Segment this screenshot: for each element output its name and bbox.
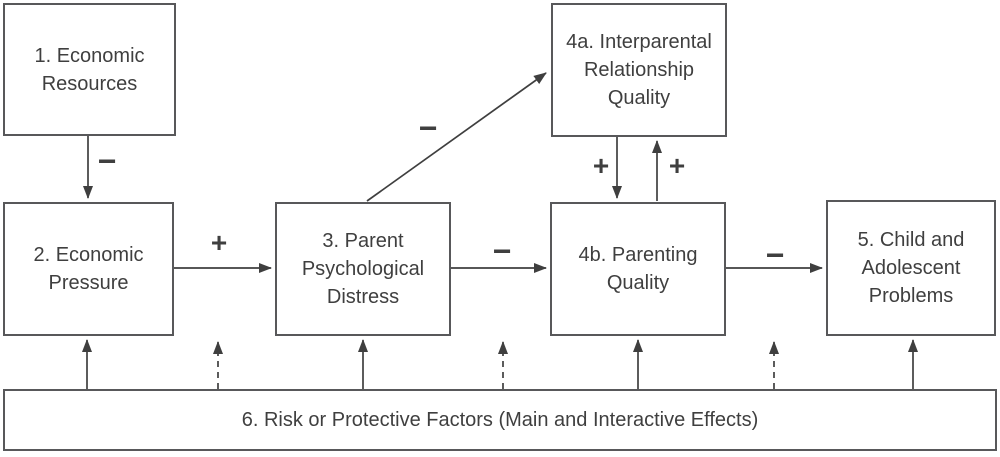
box-parenting-quality: 4b. Parenting Quality: [550, 202, 726, 336]
sign-parenting-to-problems: −: [765, 237, 785, 273]
box-parent-psychological-distress: 3. Parent Psychological Distress: [275, 202, 451, 336]
box-interparental-relationship-quality: 4a. Interparental Relationship Quality: [551, 3, 727, 137]
sign-resources-to-pressure: −: [97, 143, 117, 179]
box-economic-pressure: 2. Economic Pressure: [3, 202, 174, 336]
sign-interparental-to-parenting: +: [592, 150, 610, 181]
box-child-adolescent-problems: 5. Child and Adolescent Problems: [826, 200, 996, 336]
sign-distress-to-interparental: −: [418, 110, 438, 146]
box-economic-resources: 1. Economic Resources: [3, 3, 176, 136]
sign-parenting-to-interparental: +: [668, 150, 686, 181]
sign-distress-to-parenting: −: [492, 233, 512, 269]
arrow-distress-to-interparental: [366, 72, 547, 202]
box-risk-protective-factors: 6. Risk or Protective Factors (Main and …: [3, 389, 997, 451]
sign-pressure-to-distress: +: [210, 227, 228, 258]
